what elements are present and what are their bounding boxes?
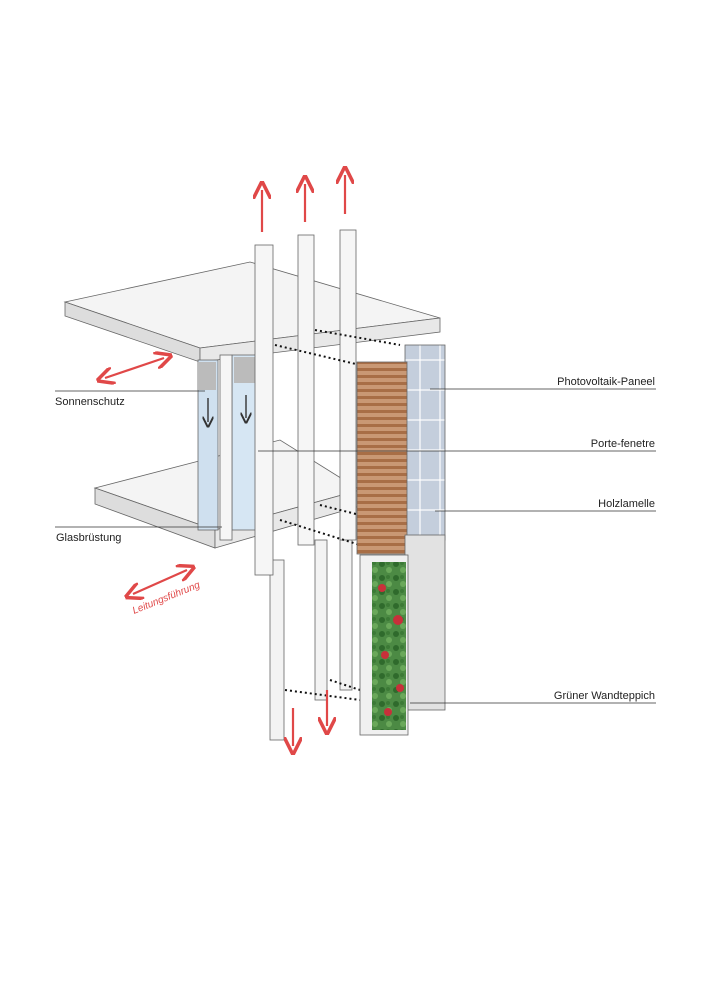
columns-lower (269, 529, 353, 741)
label-holzlamelle: Holzlamelle (598, 498, 655, 510)
airflow-arrows (105, 175, 345, 746)
label-gruener-wandteppich: Grüner Wandteppich (554, 690, 655, 702)
label-sonnenschutz: Sonnenschutz (55, 396, 125, 408)
green-wall-panel (359, 554, 409, 736)
upper-slab (63, 261, 441, 363)
label-photovoltaik: Photovoltaik-Paneel (557, 376, 655, 388)
grey-backing-panel (404, 534, 446, 711)
columns-upper (219, 229, 357, 576)
wood-louver-panel (356, 361, 408, 555)
label-glasbruestung: Glasbrüstung (56, 532, 121, 544)
double-arrow-icon (105, 358, 164, 378)
label-leitungsfuehrung: Leitungsführung (131, 580, 202, 617)
label-porte-fenetre: Porte-fenetre (591, 438, 655, 450)
double-arrow-icon (133, 570, 187, 594)
